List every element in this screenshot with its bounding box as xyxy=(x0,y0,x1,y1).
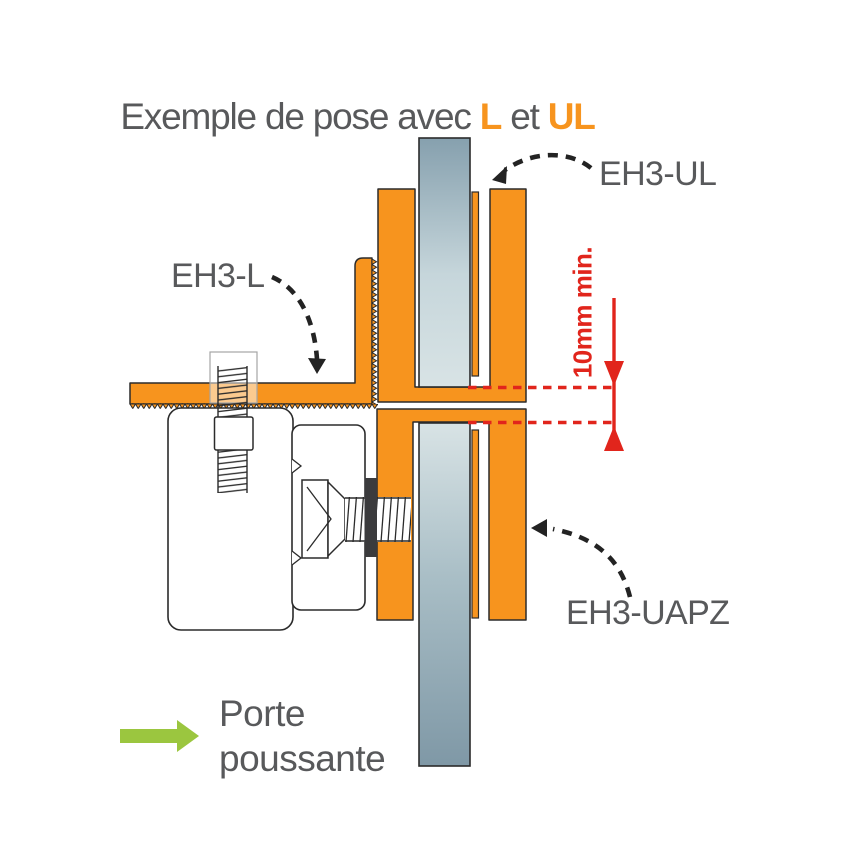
push-direction-arrow-icon xyxy=(120,720,199,752)
arrow-eh3-l xyxy=(271,274,320,360)
page-title: Exemple de pose avec L et UL xyxy=(84,61,596,172)
glass-panel-top xyxy=(418,137,471,388)
door-note: Porte poussante xyxy=(219,691,386,781)
door-note-line2: poussante xyxy=(219,738,386,779)
dimension-arrow-up xyxy=(604,426,624,451)
dimension-label: 10mm min. xyxy=(567,246,598,379)
profile-eh3-ul-shape xyxy=(377,188,527,403)
screw-cone-inner xyxy=(306,486,332,552)
profile-eh3-l-shape xyxy=(129,257,378,409)
label-eh3-l: EH3-L xyxy=(171,257,265,295)
arrow-eh3-uapz xyxy=(552,526,633,598)
label-arrows xyxy=(271,152,633,598)
glass-panel-door xyxy=(418,422,471,767)
dimension-arrow-down xyxy=(604,361,624,386)
screw-thread-right xyxy=(377,497,411,542)
clamp-assembly xyxy=(167,351,411,631)
hex-nut xyxy=(213,416,254,451)
screw-flange xyxy=(301,479,329,559)
arrow-eh3-l-head xyxy=(308,358,326,374)
label-eh3-uapz: EH3-UAPZ xyxy=(566,594,730,632)
title-bold-l: L xyxy=(479,96,503,137)
arrow-eh3-ul-head xyxy=(492,166,507,184)
arrow-eh3-ul xyxy=(503,152,593,172)
arrow-eh3-uapz-head xyxy=(531,519,547,537)
gasket-strip xyxy=(471,429,480,619)
clamp-notches xyxy=(291,458,303,566)
gasket-pad xyxy=(364,478,377,557)
serration-right xyxy=(372,259,378,404)
serration-bottom xyxy=(130,403,378,409)
title-middle: et xyxy=(501,96,548,137)
gasket-strip xyxy=(471,191,480,377)
title-prefix: Exemple de pose avec xyxy=(120,96,480,137)
title-bold-ul: UL xyxy=(547,96,596,137)
door-note-line1: Porte xyxy=(219,693,305,734)
screw-thread-left xyxy=(345,497,365,542)
label-eh3-ul: EH3-UL xyxy=(599,155,717,193)
dimension-10mm xyxy=(468,298,624,451)
